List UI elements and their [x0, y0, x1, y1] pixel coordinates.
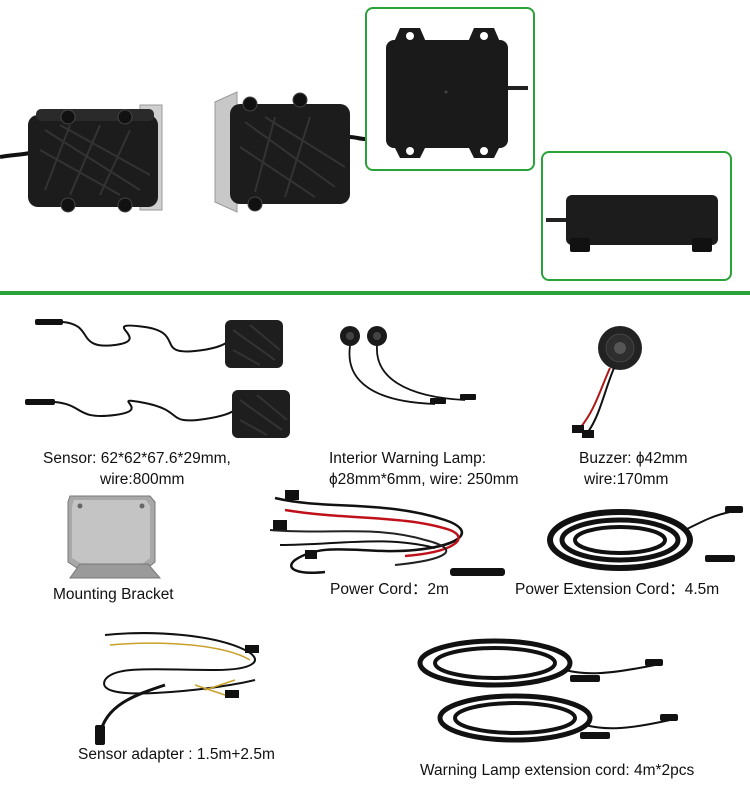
buzzer-photo — [572, 326, 642, 438]
warning-lamp-extension-cord-label: Warning Lamp extension cord: 4m*2pcs — [420, 762, 695, 779]
sensor-with-wire-photo-1 — [35, 319, 283, 368]
sensor-spec-label-line1: Sensor: 62*62*67.6*29mm, — [43, 450, 231, 467]
power-cord-photo — [269, 490, 505, 576]
sensor-with-wire-photo-2 — [25, 390, 290, 438]
interior-lamp-label-line2: ϕ28mm*6mm, wire: 250mm — [329, 471, 519, 488]
section-divider — [0, 291, 750, 295]
sensor-with-bracket-photo-left — [0, 104, 163, 213]
sensor-adapter-photo — [95, 632, 259, 745]
buzzer-label-line2: wire:170mm — [584, 471, 669, 488]
sensor-top-view-photo — [386, 28, 528, 158]
mounting-bracket-label: Mounting Bracket — [53, 586, 174, 603]
power-extension-cord-label: Power Extension Cord：4.5m — [515, 581, 720, 598]
buzzer-label-line1: Buzzer: ϕ42mm — [579, 450, 688, 467]
warning-lamp-extension-cord-photo-1 — [417, 638, 663, 688]
interior-lamp-label-line1: Interior Warning Lamp: — [329, 450, 487, 467]
sensor-with-bracket-photo-angled — [214, 91, 366, 213]
sensor-adapter-label: Sensor adapter : 1.5m+2.5m — [78, 746, 275, 763]
sensor-spec-label-line2: wire:800mm — [100, 471, 185, 488]
warning-lamp-extension-cord-photo-2 — [437, 693, 678, 743]
mounting-bracket-photo — [67, 495, 162, 579]
interior-warning-lamp-photo — [340, 326, 476, 405]
power-extension-cord-photo — [547, 506, 743, 571]
power-cord-label: Power Cord：2m — [330, 581, 449, 598]
sensor-side-view-photo — [546, 195, 718, 252]
